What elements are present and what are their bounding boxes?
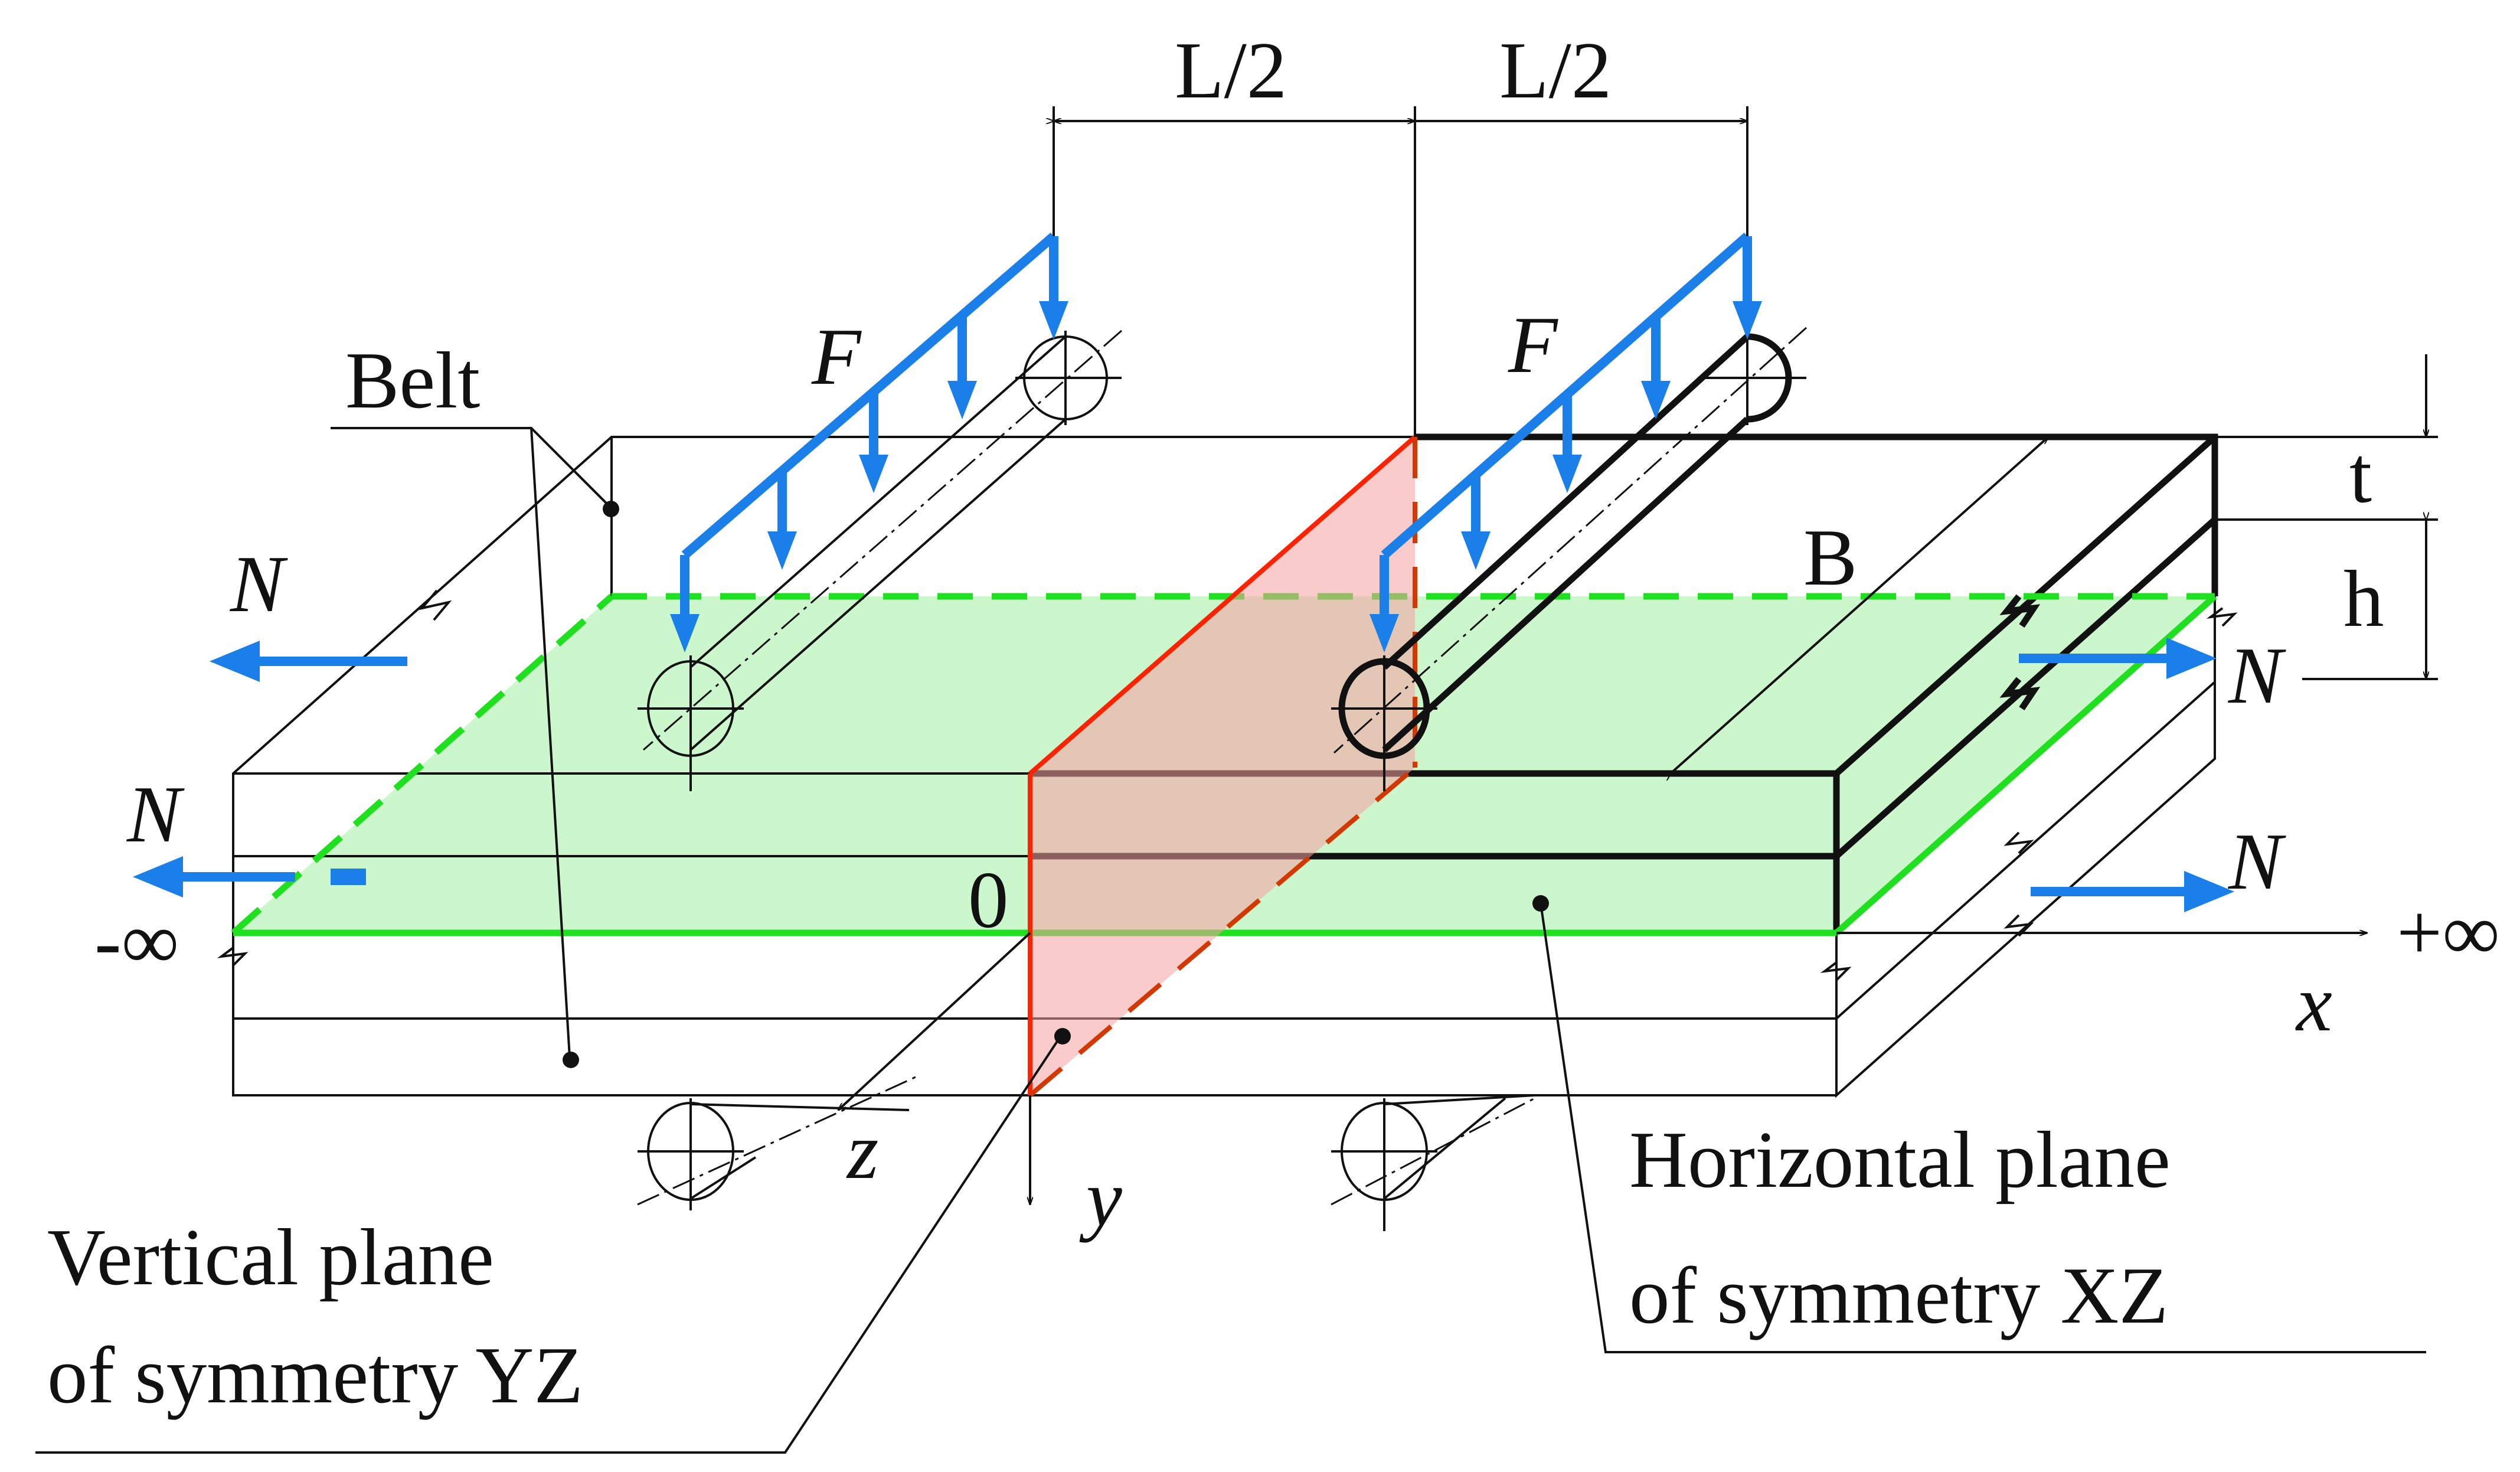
tension-arrow-upper-left <box>210 641 407 682</box>
tension-arrow-lower-right <box>2031 871 2234 912</box>
force-label-right: F <box>1508 300 1558 390</box>
vertical-plane-label-line1: Vertical plane <box>47 1212 494 1302</box>
break-marks <box>217 589 2238 981</box>
axis-x-label: x <box>2295 958 2332 1048</box>
tension-label-upper-right: N <box>2228 631 2286 720</box>
lower-left-roller <box>637 1073 921 1210</box>
tension-label-upper-left: N <box>230 539 288 629</box>
plus-infinity-label: +∞ <box>2397 887 2500 977</box>
vertical-plane-yz <box>1030 437 1415 1095</box>
dimension-thickness <box>2215 354 2438 680</box>
horizontal-plane-label-line1: Horizontal plane <box>1629 1115 2171 1205</box>
half-span-label-right: L/2 <box>1499 25 1612 115</box>
thickness-t-label: t <box>2349 430 2372 520</box>
load-left <box>670 232 1068 652</box>
coordinate-axes <box>838 933 2367 1205</box>
upper-left-roller <box>638 329 1122 791</box>
leader-lines <box>35 427 2426 1454</box>
axis-z-label: z <box>846 1106 878 1196</box>
plane-left-edge <box>231 593 614 936</box>
upper-belt-left <box>232 436 1415 933</box>
dimension-width <box>1671 437 2048 773</box>
tension-label-lower-right: N <box>2228 817 2286 906</box>
axis-y-label: y <box>1079 1153 1122 1243</box>
half-span-label-left: L/2 <box>1175 25 1287 115</box>
minus-infinity-label: -∞ <box>94 896 179 986</box>
force-label-left: F <box>811 312 862 402</box>
origin-label: 0 <box>968 855 1009 945</box>
horizontal-plane-label-line2: of symmetry XZ <box>1629 1251 2168 1340</box>
belt-label: Belt <box>345 335 480 425</box>
tension-label-lower-left: N <box>126 769 185 859</box>
tension-arrow-lower-left <box>133 856 366 897</box>
width-label: B <box>1803 513 1857 602</box>
thickness-h-label: h <box>2343 554 2384 644</box>
vertical-plane-label-line2: of symmetry YZ <box>47 1330 583 1420</box>
lower-right-roller <box>1331 1094 1535 1231</box>
dimension-half-spans <box>1054 106 1748 437</box>
load-right <box>1370 232 1762 652</box>
